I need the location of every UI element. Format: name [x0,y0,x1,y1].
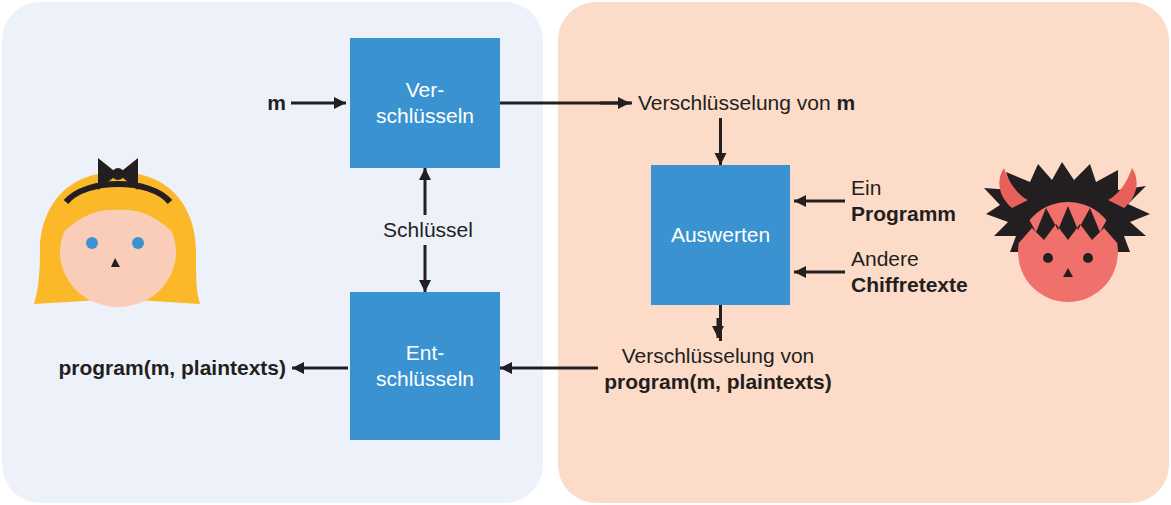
text-label: m [267,90,286,116]
process-box: Auswerten [651,165,790,305]
text-label: program(m, plaintexts) [58,355,286,381]
edge-label: Verschlüsselung von program(m, plaintext… [598,341,838,397]
box-label: Auswerten [666,222,776,248]
text-label: Andere Chiffretexte [851,246,968,298]
alice-panel [2,2,543,503]
output-arrow [292,367,348,370]
edge-label: Schlüssel [377,215,479,245]
alice-figure [34,158,200,307]
process-box: Ent- schlüsseln [350,292,500,440]
text-label: Ein Programm [851,175,956,227]
box-label: Ver- schlüsseln [370,77,480,129]
ciphertext-arrow [794,271,845,274]
process-box: Ver- schlüsseln [350,38,500,168]
adversary-panel [558,2,1169,503]
input-arrow [291,102,346,105]
edge-label: Verschlüsselung von m [632,88,861,118]
box-label: Ent- schlüsseln [370,340,480,392]
adversary-figure [984,162,1150,302]
program-arrow [794,200,845,203]
